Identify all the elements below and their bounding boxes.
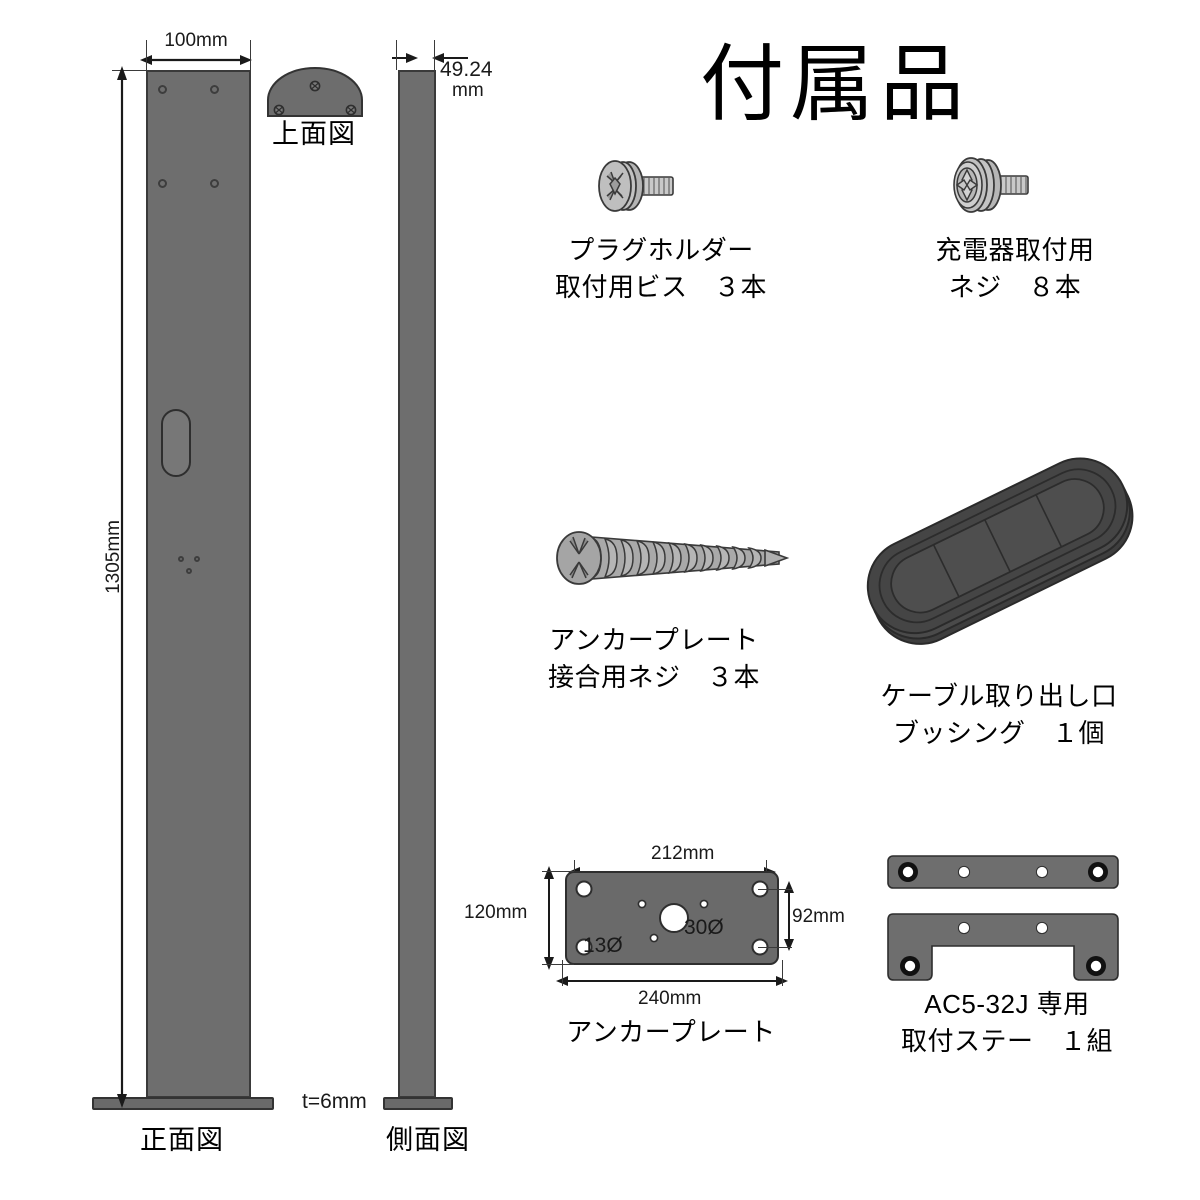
part-label-line2: 取付ステー １組 [900,1025,1113,1056]
flange-bolt-icon [953,157,1029,213]
front-width-dimension: 100mm [150,30,242,52]
part-label-charger-screw: 充電器取付用 ネジ ８本 [905,232,1125,306]
side-depth-ext-left [396,40,397,70]
side-view-caption: 側面図 [386,1125,470,1155]
front-width-ext-left [146,40,147,72]
front-width-ext-right [250,40,251,72]
pole-small-hole [186,568,192,574]
part-label-anchor-plate: アンカープレート [560,1014,782,1051]
anchor-120-ext-top [542,871,574,872]
part-label-line2: 取付用ビス ３本 [554,271,767,302]
side-depth-arrow [392,53,468,63]
part-label-line1: プラグホルダー [568,235,754,265]
height-dimension-arrow [117,66,127,1108]
side-depth-value: 49.24 [440,58,493,81]
flat-head-tapping-screw-icon [556,531,790,585]
anchor-120-ext-bottom [542,964,574,965]
part-label-mounting-stay: AC5-32J 専用 取付ステー １組 [882,986,1132,1060]
part-label-line2: ブッシング １個 [892,717,1105,748]
part-label-line2: ネジ ８本 [948,271,1082,302]
pole-front-base-plate [92,1097,274,1110]
cable-outlet-cutout [161,409,191,477]
part-label-line1: アンカープレート [549,625,759,655]
plate-thickness-note: t=6mm [302,1090,367,1113]
anchor-overall-height-value: 120mm [464,902,528,923]
anchor-92-ext-bottom [758,947,792,948]
pole-mount-hole [158,85,167,94]
page-title: 付属品 [700,37,971,131]
anchor-hole-pitch-width-value: 212mm [651,843,715,864]
part-label-plug-holder-screw: プラグホルダー 取付用ビス ３本 [546,232,776,306]
anchor-corner-hole-value: 13Ø [583,934,623,957]
side-depth-unit: mm [452,80,484,101]
part-label-anchor-screw: アンカープレート 接合用ネジ ３本 [533,622,775,696]
anchor-92-arrow [784,881,794,951]
front-width-arrow [140,55,252,65]
pole-front-body [146,70,251,1098]
pole-side-body [398,70,436,1098]
part-label-line1: ケーブル取り出し口 [880,681,1118,711]
pole-small-hole [194,556,200,562]
anchor-overall-width-value: 240mm [638,988,702,1009]
height-ext-top [112,70,154,71]
mounting-stay-icon [887,855,1119,981]
anchor-240-ext-left [562,960,563,986]
pan-head-screw-icon [598,160,674,212]
pole-mount-hole [210,85,219,94]
pole-mount-hole [158,179,167,188]
pole-mount-hole [210,179,219,188]
part-label-cable-bushing: ケーブル取り出し口 ブッシング １個 [866,678,1132,752]
part-label-line1: 充電器取付用 [935,235,1095,265]
part-label-line1: アンカープレート [566,1017,776,1047]
anchor-92-ext-top [758,889,792,890]
pole-small-hole [178,556,184,562]
front-view-caption: 正面図 [140,1125,224,1155]
anchor-120-arrow [544,866,554,970]
oval-grommet-icon [866,457,1134,645]
anchor-hole-pitch-height-value: 92mm [792,906,845,927]
part-label-line2: 接合用ネジ ３本 [547,661,760,692]
part-label-line1: AC5-32J 専用 [924,989,1090,1019]
top-view-caption: 上面図 [272,119,356,149]
pole-side-base-plate [383,1097,453,1110]
top-view-shape [267,67,363,117]
pole-height-value: 1305mm [103,520,124,594]
front-width-value: 100mm [164,30,228,51]
anchor-center-hole-value: 30Ø [684,916,724,939]
anchor-240-ext-right [782,960,783,986]
side-depth-ext-right [434,40,435,70]
anchor-plate-icon [565,871,779,965]
